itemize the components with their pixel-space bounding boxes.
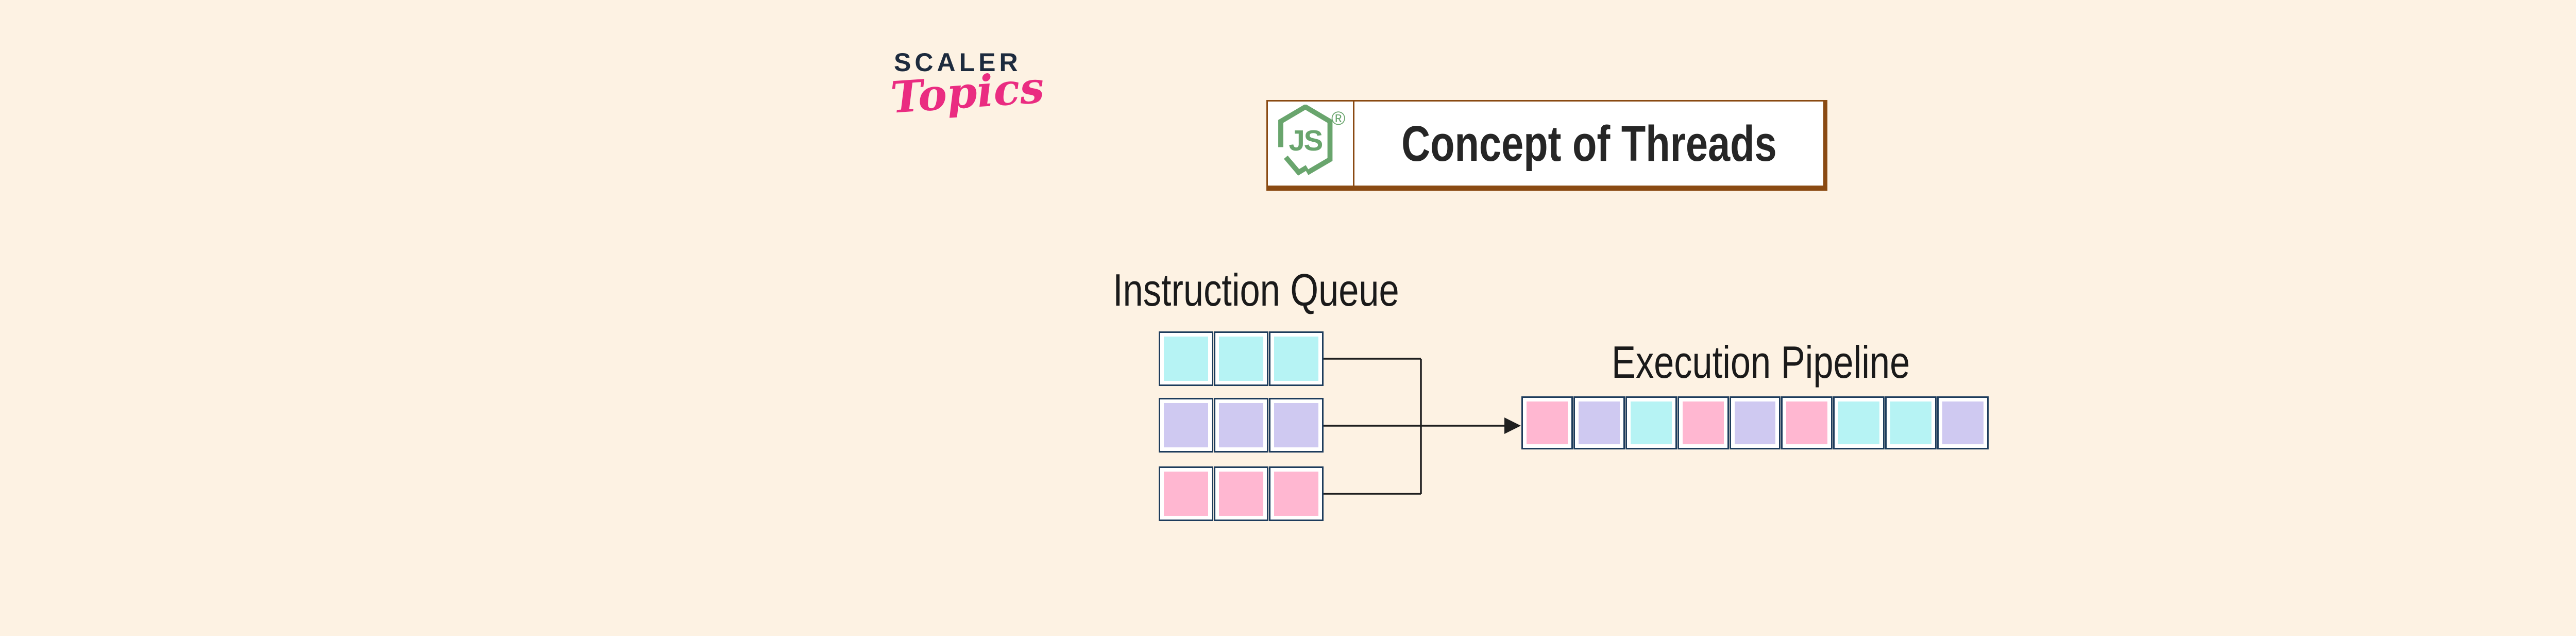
queue-cell-lavender	[1269, 398, 1324, 453]
queue-cell-cyan	[1269, 331, 1324, 386]
nodejs-js-hexagon-icon: JS ®	[1278, 104, 1345, 176]
registered-mark: ®	[1331, 108, 1345, 129]
queue-row-thread-2	[1159, 398, 1324, 453]
pipeline-cell-cyan	[1885, 396, 1937, 449]
queue-cell-pink	[1269, 466, 1324, 521]
pipeline-cell-pink	[1781, 396, 1833, 449]
queue-cell-cyan	[1214, 331, 1268, 386]
pipeline-cell-lavender	[1937, 396, 1989, 449]
page-title: Concept of Threads	[1401, 115, 1777, 172]
svg-text:JS: JS	[1289, 124, 1322, 157]
nodejs-logo: JS ®	[1268, 102, 1354, 186]
brand-wordmark-topics: Topics	[889, 61, 1046, 123]
pipeline-cell-lavender	[1573, 396, 1625, 449]
pipeline-cell-cyan	[1625, 396, 1677, 449]
pipeline-cell-lavender	[1729, 396, 1781, 449]
arrowhead-icon	[1504, 417, 1521, 434]
title-cell: Concept of Threads	[1354, 102, 1824, 186]
scaler-topics-logo: SCALER Topics	[889, 48, 1046, 123]
execution-pipeline	[1521, 396, 1989, 449]
queue-cell-pink	[1214, 466, 1268, 521]
pipeline-cell-pink	[1677, 396, 1729, 449]
queue-cell-lavender	[1159, 398, 1213, 453]
brand-wordmark-scaler: SCALER	[894, 48, 1022, 77]
instruction-queue	[1159, 331, 1324, 521]
execution-pipeline-label: Execution Pipeline	[1612, 337, 1910, 388]
queue-cell-lavender	[1214, 398, 1268, 453]
queue-cell-cyan	[1159, 331, 1213, 386]
queue-cell-pink	[1159, 466, 1213, 521]
title-banner: JS ® Concept of Threads	[1266, 100, 1827, 191]
instruction-queue-label: Instruction Queue	[1113, 264, 1399, 315]
pipeline-cell-pink	[1521, 396, 1573, 449]
queue-row-thread-1	[1159, 331, 1324, 386]
queue-row-thread-3	[1159, 466, 1324, 521]
pipeline-cell-cyan	[1833, 396, 1885, 449]
